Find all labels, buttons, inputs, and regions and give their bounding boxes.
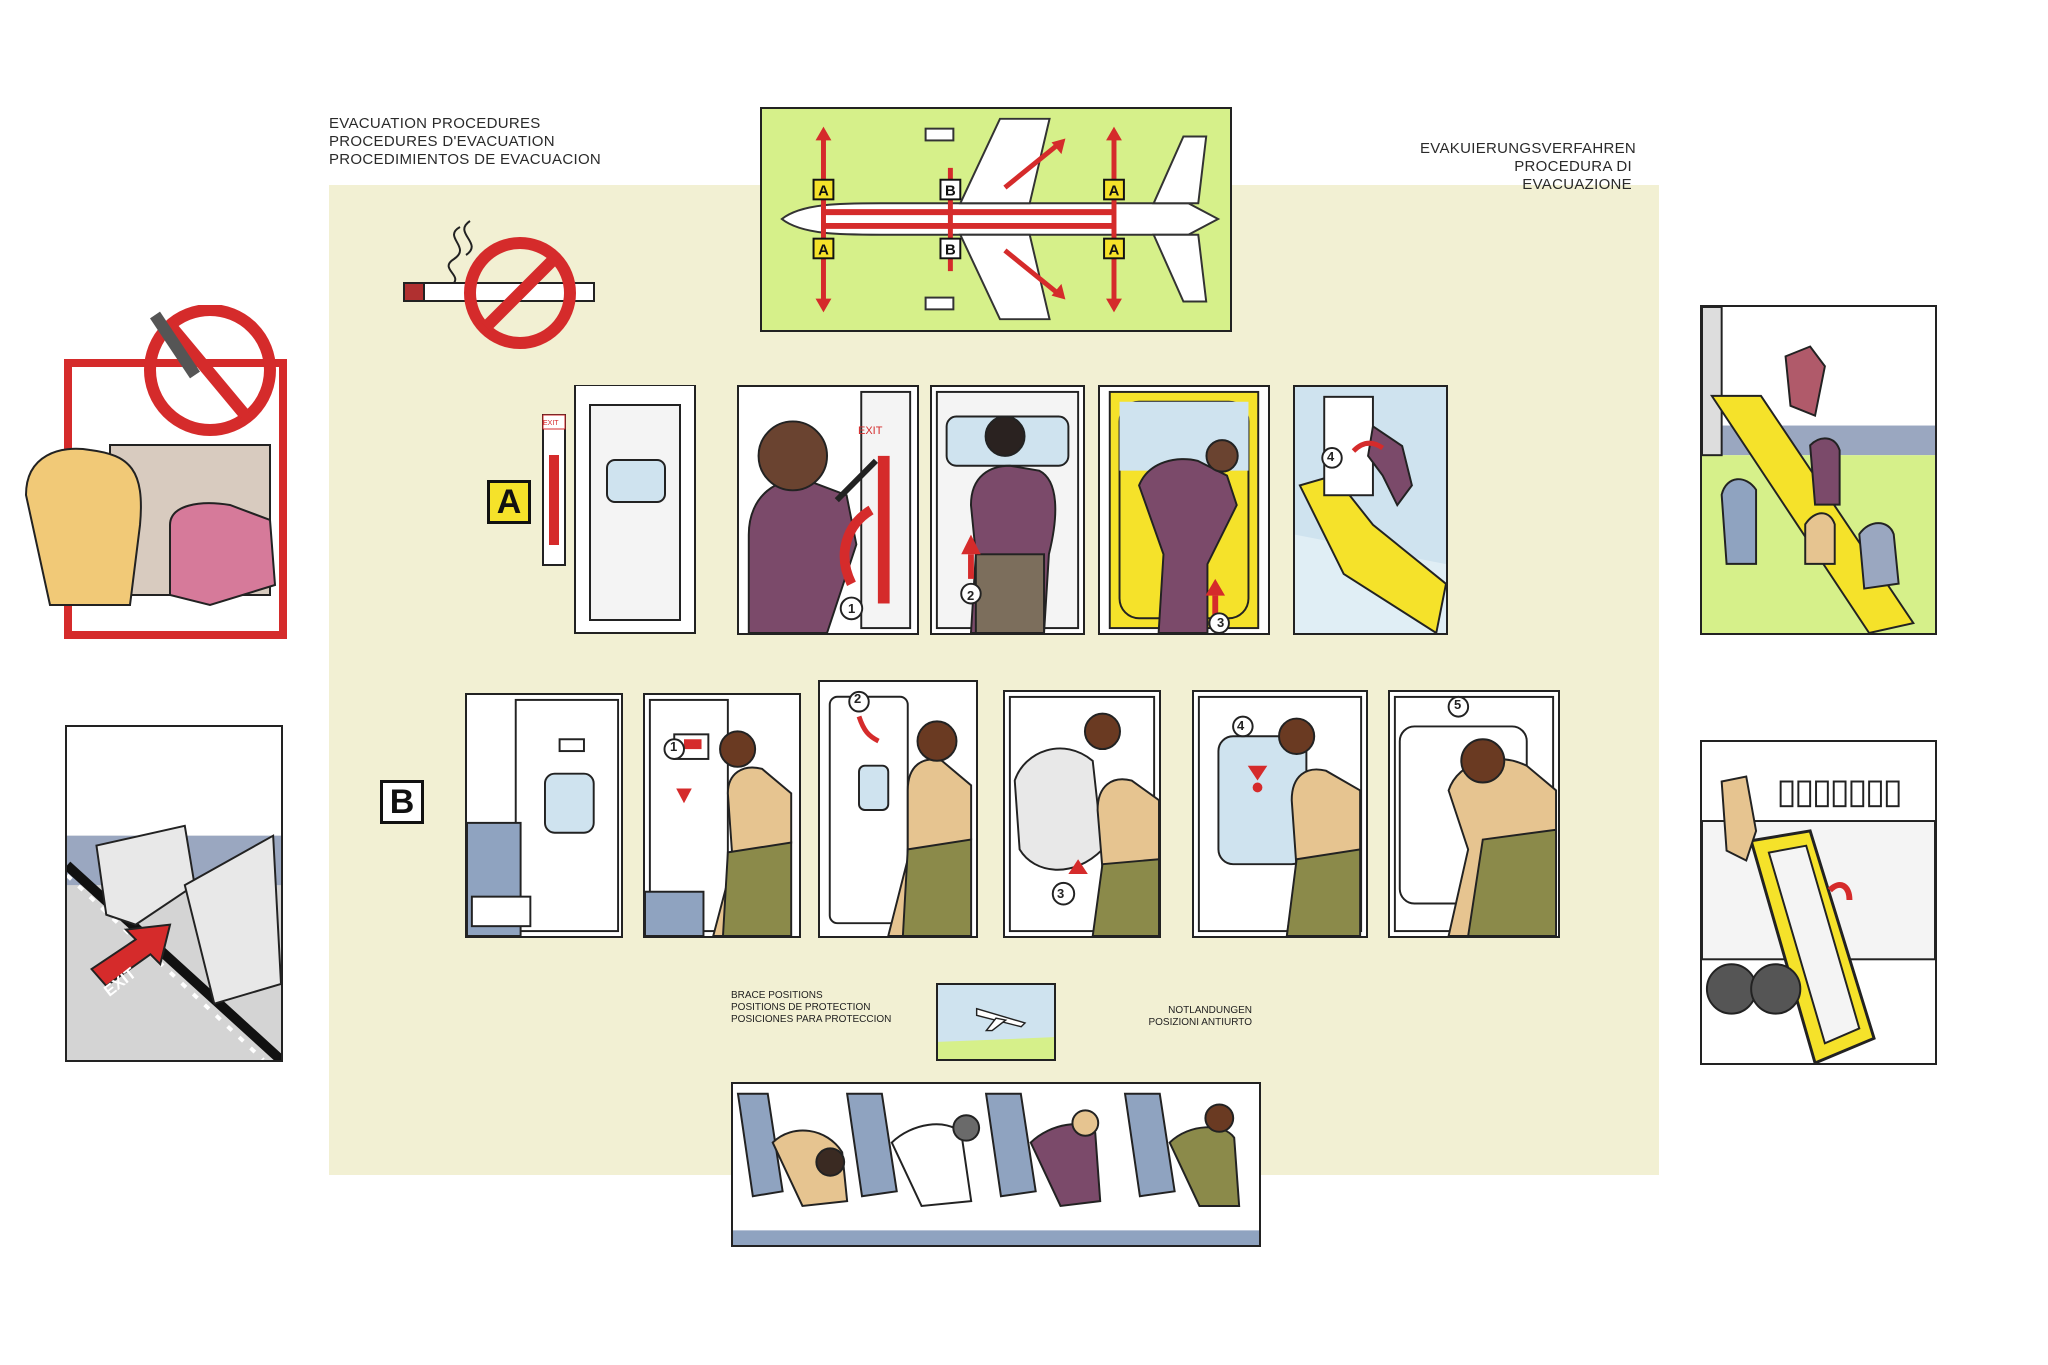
section-a-label: A xyxy=(487,480,531,524)
step-b2-pull-handle-illustration xyxy=(818,680,978,938)
brace-label-right-line1: NOTLANDUNGEN xyxy=(1168,1005,1252,1016)
brace-label-right: NOTLANDUNGEN POSIZIONI ANTIURTO xyxy=(1125,1005,1252,1029)
step-b5-push-hatch-illustration xyxy=(1388,690,1560,938)
no-baggage-illustration xyxy=(20,304,300,640)
step-number-3: 3 xyxy=(1057,886,1065,901)
landing-plane-illustration xyxy=(936,983,1056,1061)
plan-label-b: B xyxy=(945,183,956,199)
step-number-1: 1 xyxy=(670,739,678,754)
step-number-4: 4 xyxy=(1237,718,1245,733)
plan-label-a: A xyxy=(1109,242,1120,258)
header-right: EVAKUIERUNGSVERFAHREN PROCEDURA DI EVACU… xyxy=(1420,140,1637,194)
plan-label-a: A xyxy=(1109,183,1120,199)
brace-label-right-line2: POSIZIONI ANTIURTO xyxy=(1148,1017,1252,1028)
brace-label-left-line2: POSITIONS DE PROTECTION xyxy=(731,1002,871,1013)
slide-evacuation-illustration xyxy=(1700,305,1937,635)
header-right-line1: EVAKUIERUNGSVERFAHREN xyxy=(1420,140,1637,157)
plan-label-a: A xyxy=(818,242,829,258)
step-a3-slide-inflate-illustration xyxy=(1098,385,1270,635)
header-left-line3: PROCEDIMIENTOS DE EVACUACION xyxy=(329,151,602,168)
step-b4-release-hatch-illustration xyxy=(1192,690,1368,938)
step-a4-jump-slide-illustration xyxy=(1293,385,1448,635)
header-left-line2: PROCEDURES D'EVACUATION xyxy=(329,133,555,150)
plan-label-b: B xyxy=(945,242,956,258)
exit-path-lighting-illustration xyxy=(65,725,283,1062)
header-left: EVACUATION PROCEDURES PROCEDURES D'EVACU… xyxy=(329,115,601,169)
step-number-4: 4 xyxy=(1327,449,1335,464)
section-b-label: B xyxy=(380,780,424,824)
step-number-1: 1 xyxy=(848,601,856,616)
step-b3-lift-door-illustration xyxy=(1003,690,1161,938)
step-a2-pull-door-illustration xyxy=(930,385,1085,635)
header-left-line1: EVACUATION PROCEDURES xyxy=(329,115,541,132)
door-a-closed-illustration xyxy=(535,384,720,635)
exit-plan-diagram: A A B B A A xyxy=(760,107,1232,332)
wing-slide-illustration xyxy=(1700,740,1937,1065)
brace-label-left-line3: POSICIONES PARA PROTECCION xyxy=(731,1014,892,1025)
step-b1-open-cover-illustration xyxy=(643,693,801,938)
step-number-2: 2 xyxy=(967,588,975,603)
door-b-closed-illustration xyxy=(465,693,623,938)
brace-label-left-line1: BRACE POSITIONS xyxy=(731,990,823,1001)
brace-positions-illustration xyxy=(731,1082,1261,1247)
panel-exit-sign: EXIT xyxy=(858,425,883,437)
step-a1-open-handle-illustration xyxy=(737,385,919,635)
header-right-line2: PROCEDURA DI EVACUAZIONE xyxy=(1514,158,1632,193)
plan-label-a: A xyxy=(818,183,829,199)
step-number-3: 3 xyxy=(1217,615,1225,630)
no-smoking-icon xyxy=(402,215,602,355)
step-number-2: 2 xyxy=(854,691,862,706)
brace-label-left: BRACE POSITIONS POSITIONS DE PROTECTION … xyxy=(731,990,891,1026)
door-exit-sign: EXIT xyxy=(543,420,559,427)
step-number-5: 5 xyxy=(1454,697,1462,712)
